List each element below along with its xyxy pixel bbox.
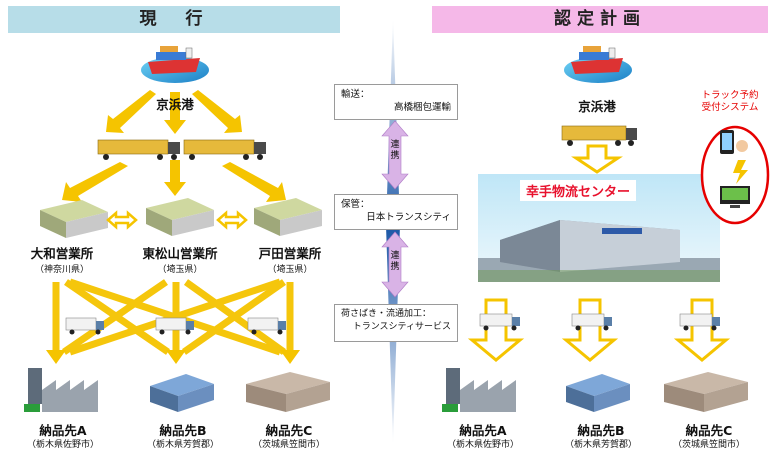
ship-icon-left <box>141 46 209 83</box>
truck-reservation-system <box>700 125 770 225</box>
warehouse-icon-yamato <box>40 200 108 238</box>
dest-place-left-a: （栃木県佐野市） <box>26 440 99 450</box>
office-pref-yamato: （神奈川県） <box>34 265 89 275</box>
dest-place-left-b: （栃木県芳賀郡） <box>146 440 219 450</box>
factory-icon-left-c <box>246 372 330 412</box>
link-label-1-text: 連携 <box>390 140 400 161</box>
arrows-offices-to-destinations <box>52 278 294 356</box>
arrows-between-offices <box>106 210 248 230</box>
plan-header: 認定計画 <box>432 6 768 33</box>
transport-label: 輸送： <box>341 89 370 100</box>
link-label-2: 連携 <box>388 251 402 273</box>
factory-icon-right-a <box>442 368 516 412</box>
arrows-port-to-trucks <box>106 90 242 134</box>
factory-icon-right-c <box>664 372 748 412</box>
transport-value: 高橋梱包運輸 <box>393 102 451 113</box>
warehouse-icon-toda <box>254 198 322 236</box>
small-truck-icons-left <box>65 317 286 335</box>
factory-icon-left-a <box>24 368 98 412</box>
processing-label: 荷さばき・流通加工： <box>341 309 432 319</box>
truck-icon-left-1 <box>97 139 180 160</box>
link-label-1: 連携 <box>388 140 402 162</box>
link-arrow-1 <box>381 120 409 190</box>
dest-name-left-c: 納品先C <box>265 423 313 438</box>
small-truck-icons-right <box>479 313 720 331</box>
dest-place-right-c: （茨城県笠間市） <box>672 440 745 450</box>
port-label-right: 京浜港 <box>578 99 616 114</box>
truck-icon-left-2 <box>183 139 266 160</box>
dest-name-left-b: 納品先B <box>159 423 207 438</box>
dest-place-left-c: （茨城県笠間市） <box>252 440 325 450</box>
processing-value: トランスシティサービス <box>352 322 451 332</box>
dest-name-right-a: 納品先A <box>459 423 507 438</box>
dest-place-right-b: （栃木県芳賀郡） <box>564 440 637 450</box>
transport-box: 輸送： 高橋梱包運輸 <box>334 84 458 120</box>
arrows-trucks-to-offices <box>62 160 286 202</box>
factory-icon-left-b <box>150 374 214 412</box>
link-label-2-text: 連携 <box>390 251 400 272</box>
office-name-higashimatsuyama: 東松山営業所 <box>142 246 218 261</box>
dest-place-right-a: （栃木県佐野市） <box>446 440 519 450</box>
office-pref-toda: （埼玉県） <box>267 265 313 275</box>
truck-system-line2: 受付システム <box>701 102 759 113</box>
office-name-yamato: 大和営業所 <box>30 246 94 261</box>
distribution-center-title: 幸手物流センター <box>520 180 637 201</box>
arrow-truck-to-center <box>571 144 623 174</box>
factory-icon-right-b <box>566 374 630 412</box>
processing-box: 荷さばき・流通加工： トランスシティサービス <box>334 304 458 342</box>
warehouse-icon-higashimatsuyama <box>146 198 214 236</box>
arrowheads-left <box>46 350 300 364</box>
truck-system-line1: トラック予約 <box>701 90 759 101</box>
distribution-center-image <box>478 174 720 282</box>
storage-value: 日本トランスシティ <box>366 212 451 223</box>
office-name-toda: 戸田営業所 <box>258 246 322 261</box>
storage-box: 保管： 日本トランスシティ <box>334 194 458 230</box>
dest-name-left-a: 納品先A <box>39 423 87 438</box>
dest-name-right-c: 納品先C <box>685 423 733 438</box>
port-label-left: 京浜港 <box>156 97 194 112</box>
truck-icon-right <box>561 125 637 146</box>
center-divider <box>386 18 400 445</box>
ship-icon-right <box>564 46 632 83</box>
office-pref-higashimatsuyama: （埼玉県） <box>157 265 203 275</box>
dest-name-right-b: 納品先B <box>577 423 625 438</box>
current-header: 現 行 <box>8 6 340 33</box>
arrows-center-to-destinations <box>467 298 731 362</box>
link-arrow-2 <box>381 231 409 298</box>
storage-label: 保管： <box>341 199 370 210</box>
